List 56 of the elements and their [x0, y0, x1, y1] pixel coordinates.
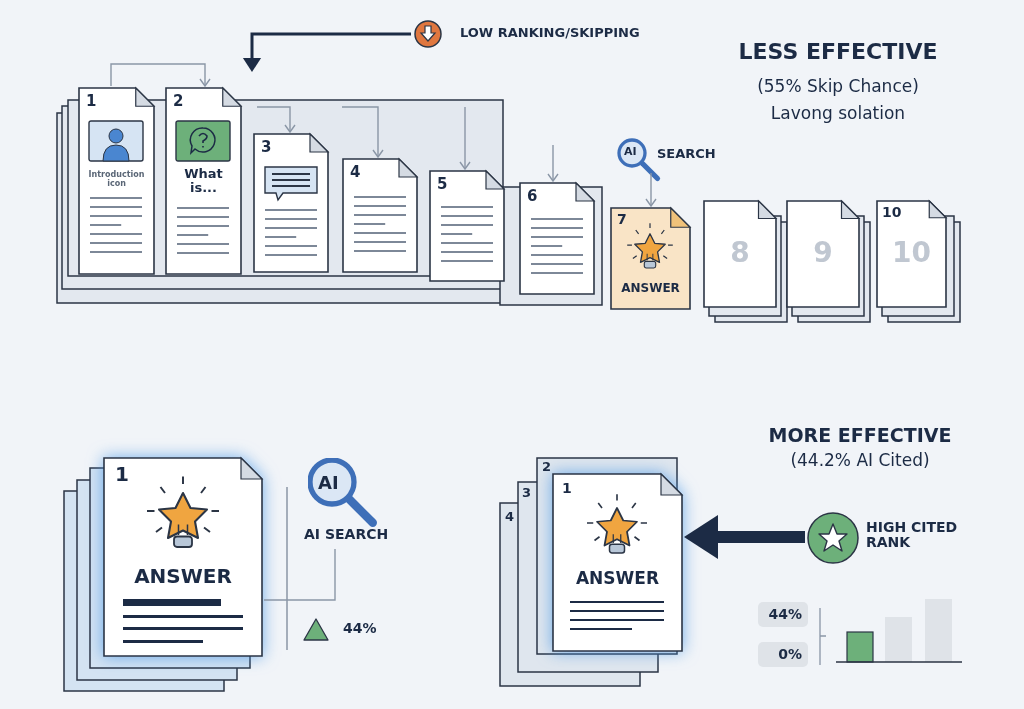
arrow — [459, 106, 471, 170]
callout-text: HIGH CITED RANK — [866, 520, 959, 551]
arrow — [341, 106, 384, 158]
document-page — [552, 473, 683, 652]
arrow — [645, 172, 657, 207]
document-page — [786, 200, 860, 308]
page-text: What is... — [183, 167, 224, 196]
page-number: 5 — [437, 176, 448, 193]
page-number: 1 — [115, 463, 129, 485]
axis-label: 0% — [758, 642, 808, 668]
callout-text: LOW RANKING/SKIPPING — [460, 26, 640, 41]
percent-text: 44% — [343, 621, 377, 637]
document-page — [610, 207, 691, 310]
arrow — [547, 144, 559, 182]
page-text: ANSWER — [620, 282, 681, 296]
callout-text: AI SEARCH — [304, 527, 389, 543]
arrow — [242, 32, 411, 72]
page-number: 2 — [542, 460, 552, 475]
heading: LESS EFFECTIVE — [737, 40, 939, 65]
page-number: 3 — [522, 486, 532, 501]
document-page — [429, 170, 505, 282]
arrow — [684, 514, 805, 560]
document-page — [253, 133, 329, 273]
page-number: 3 — [261, 139, 272, 156]
page-number: 10 — [882, 205, 902, 221]
arrow — [110, 63, 211, 87]
document-page — [78, 87, 155, 275]
page-number: 7 — [617, 212, 627, 228]
subheading: (44.2% AI Cited) — [789, 451, 931, 470]
axis-label: 44% — [758, 602, 808, 628]
document-page — [103, 457, 263, 657]
icon-text: AI — [318, 473, 339, 493]
document-page — [519, 182, 595, 295]
page-text: ANSWER — [574, 569, 661, 588]
page-number: 6 — [527, 188, 538, 205]
subheading: Lavong solation — [769, 104, 907, 123]
page-number: 9 — [812, 238, 834, 269]
page-number: 2 — [173, 93, 184, 110]
page-number: 1 — [562, 481, 572, 497]
page-number: 1 — [86, 93, 97, 110]
callout-text: SEARCH — [657, 147, 716, 162]
document-page — [342, 158, 418, 273]
page-number: 8 — [729, 238, 751, 269]
document-page — [703, 200, 777, 308]
page-number: 10 — [891, 238, 932, 269]
page-text: ANSWER — [133, 565, 233, 587]
page-text: Introduction icon — [87, 171, 146, 189]
arrow — [256, 106, 296, 133]
page-number: 4 — [505, 510, 515, 525]
connector-line — [263, 548, 336, 601]
document-page — [876, 200, 947, 308]
icon-text: AI — [624, 146, 637, 159]
page-number: 4 — [350, 164, 361, 181]
heading: MORE EFFECTIVE — [767, 425, 953, 446]
document-page — [165, 87, 242, 275]
subheading: (55% Skip Chance) — [756, 77, 920, 96]
